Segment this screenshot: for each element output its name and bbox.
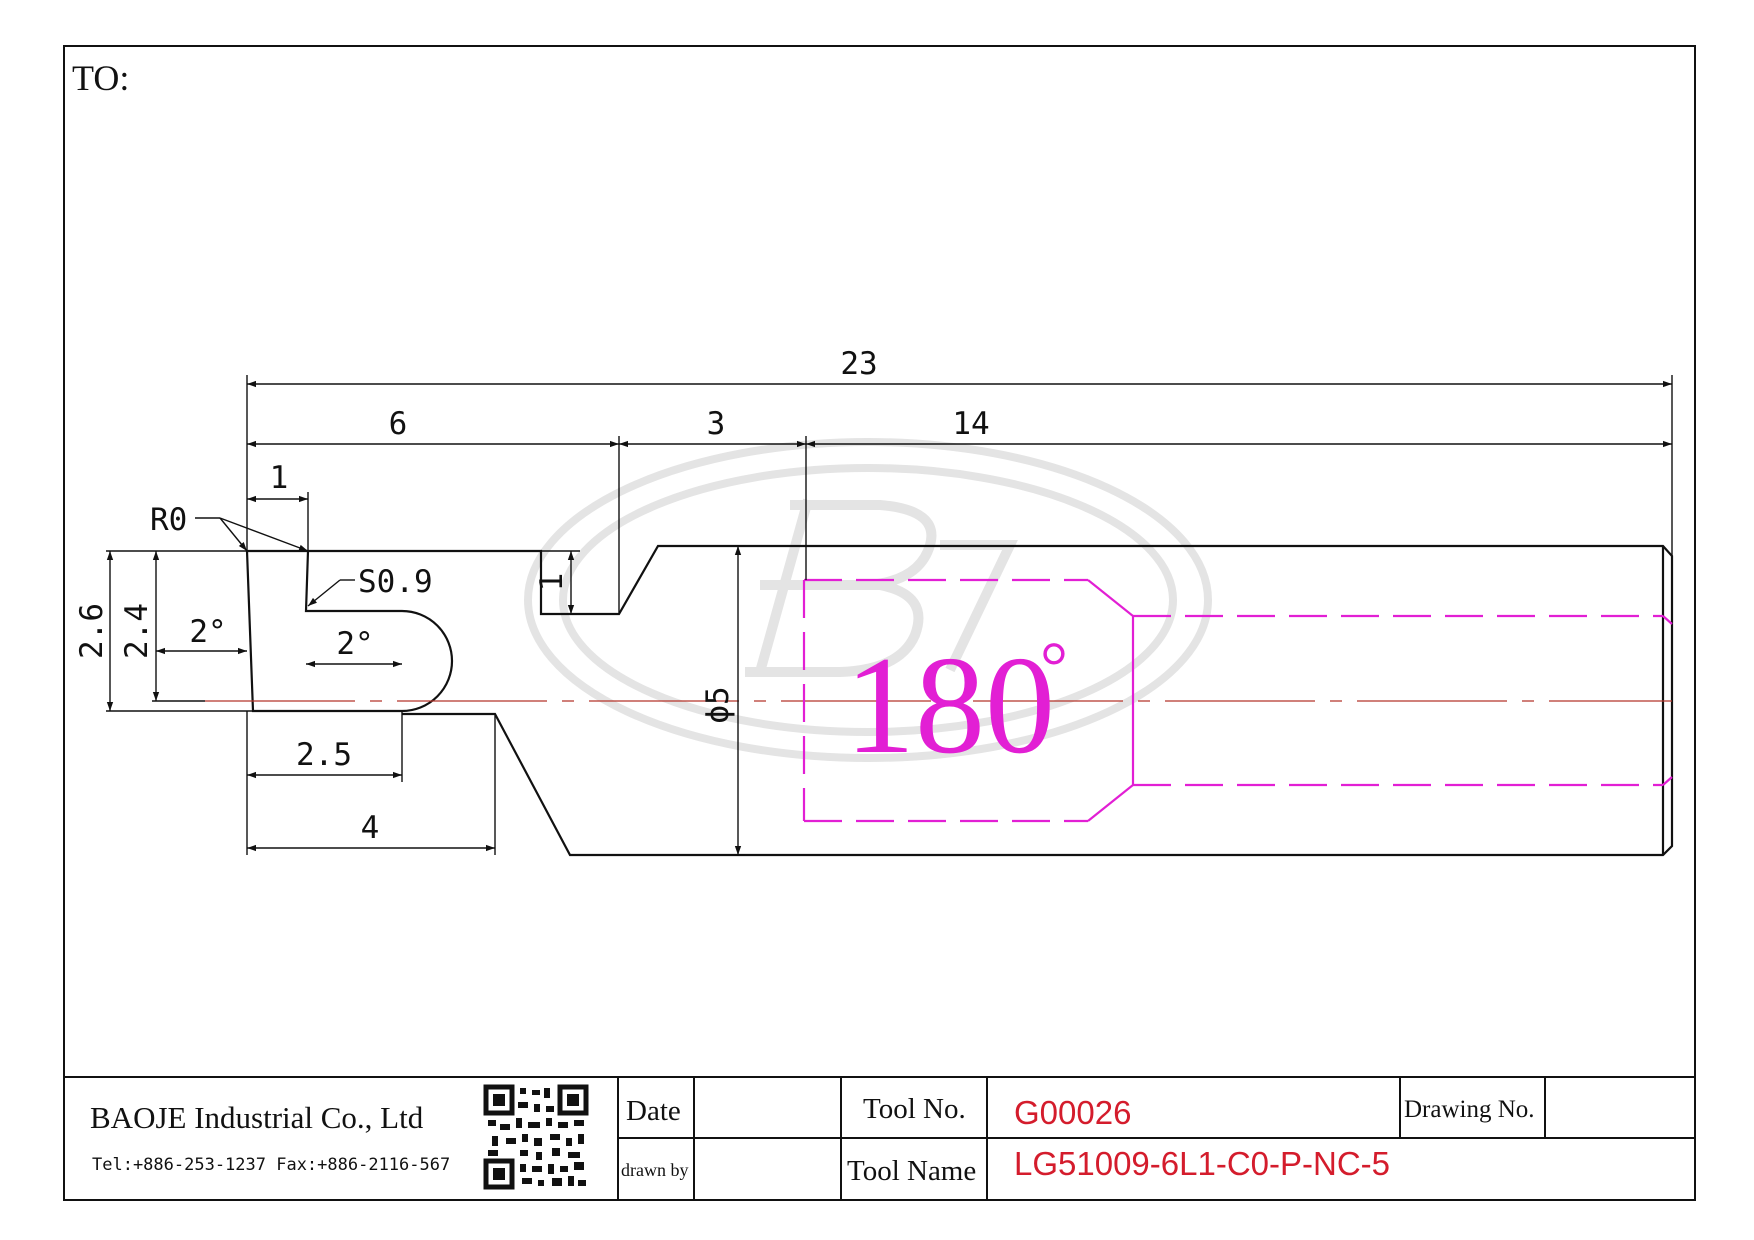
dim-diameter: ϕ5: [700, 686, 736, 723]
dim-chamfer: S0.9: [358, 564, 433, 600]
tool-name-value: LG51009-6L1-C0-P-NC-5: [1014, 1145, 1390, 1182]
company-contact: Tel:+886-253-1237 Fax:+886-2116-567: [92, 1155, 450, 1175]
dim-overall-length: 23: [840, 346, 877, 382]
date-label: Date: [626, 1095, 681, 1127]
tool-no-label: Tool No.: [863, 1093, 966, 1125]
dim-length-14: 14: [952, 406, 989, 442]
tip-angle-unit: °: [1040, 629, 1068, 706]
dim-height-1-right: 1: [534, 573, 570, 592]
tool-no-value: G00026: [1014, 1094, 1131, 1131]
tip-angle-value: 180: [845, 628, 1055, 783]
dim-height-2-6: 2.6: [74, 603, 110, 659]
title-block: [64, 1076, 1695, 1200]
dim-angle-right: 2°: [336, 626, 373, 662]
company-name: BAOJE Industrial Co., Ltd: [90, 1100, 424, 1135]
dim-length-1-top: 1: [270, 460, 289, 496]
dim-length-6: 6: [389, 406, 408, 442]
extension-lines: [106, 375, 1673, 856]
internal-bore-hidden-lines: [802, 578, 1673, 823]
dim-radius: R0: [150, 502, 187, 538]
sheet-border: [63, 45, 1696, 1201]
dim-length-2-5: 2.5: [296, 737, 352, 773]
dim-length-3: 3: [707, 406, 726, 442]
dim-length-4: 4: [361, 810, 380, 846]
dimension-lines: [106, 380, 1672, 855]
qr-code: [483, 1084, 589, 1190]
dim-angle-left: 2°: [189, 614, 226, 650]
to-label: TO:: [72, 58, 129, 98]
drawing-no-label: Drawing No.: [1404, 1096, 1535, 1123]
drawn-by-label: drawn by: [621, 1160, 688, 1180]
dim-height-2-4: 2.4: [119, 603, 155, 659]
tool-name-label: Tool Name: [847, 1155, 976, 1187]
